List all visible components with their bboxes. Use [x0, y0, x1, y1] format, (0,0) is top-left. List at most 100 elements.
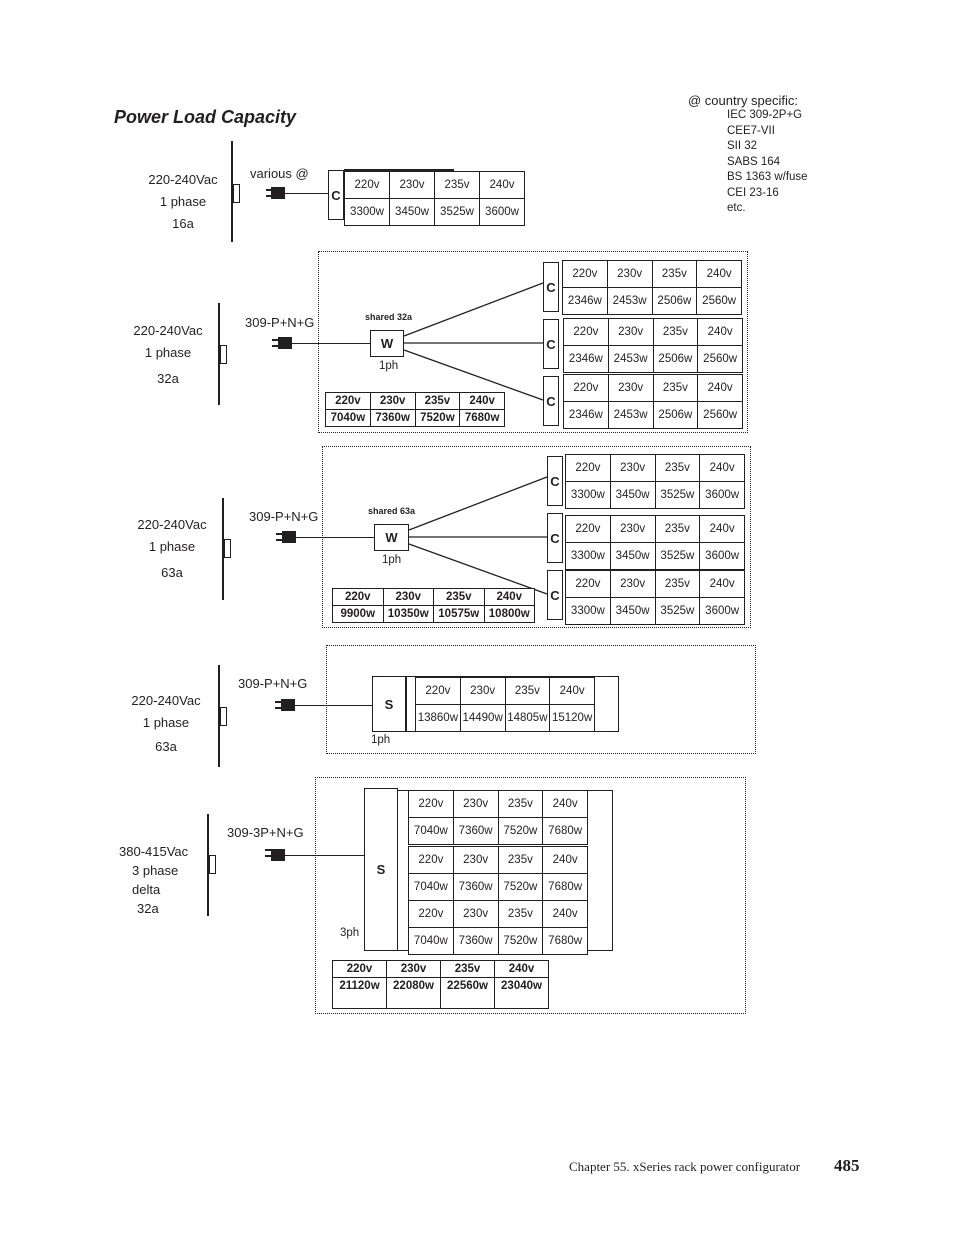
outlet-c: C: [543, 262, 559, 312]
table-cell: 230v: [452, 846, 499, 874]
power-plug-icon: [271, 187, 285, 199]
plug-prong: [266, 189, 272, 191]
table-cell: 230v: [607, 374, 654, 402]
phase-label: 1ph: [379, 360, 399, 372]
source-amperage: 32a: [137, 901, 159, 916]
source-amperage: 63a: [161, 565, 183, 580]
table-cell: 230v: [606, 260, 653, 288]
source-spec: 220-240Vac 1 phase 63a: [129, 514, 215, 584]
table-cell: 10575w: [433, 605, 485, 623]
table-cell: 14805w: [504, 704, 551, 732]
plug-prong: [276, 533, 282, 535]
shared-label: shared 63a: [368, 506, 416, 516]
table-cell: 23040w: [494, 977, 549, 1009]
country-item: IEC 309-2P+G: [727, 109, 803, 121]
feed-line: [222, 498, 224, 600]
source-phase: 1 phase: [148, 539, 196, 554]
country-item: CEI 23-16: [727, 186, 779, 199]
source-voltage: 220-240Vac: [137, 517, 207, 532]
table-cell: 3600w: [479, 198, 525, 226]
strip-box: S: [372, 676, 406, 732]
table-cell: 7520w: [497, 927, 544, 955]
table-cell: 240v: [699, 570, 745, 598]
table-cell: 10800w: [483, 605, 535, 623]
table-cell: 220v: [332, 588, 384, 606]
table-cell: 235v: [652, 374, 699, 402]
plug-type-label: 309-P+N+G: [245, 315, 315, 330]
plug-prong: [272, 345, 278, 347]
outlet-c: C: [547, 456, 563, 506]
chapter-footer: Chapter 55. xSeries rack power configura…: [569, 1159, 801, 1174]
table-cell: 230v: [369, 392, 416, 410]
plug-prong: [266, 195, 272, 197]
table-cell: 7520w: [497, 873, 544, 901]
source-phase: 1 phase: [144, 345, 192, 360]
table-cell: 235v: [497, 846, 544, 874]
source-spec: 220-240Vac 1 phase 16a: [140, 169, 226, 235]
feed-line: [231, 141, 233, 242]
source-spec: 220-240Vac 1 phase 63a: [123, 690, 209, 758]
table-cell: 230v: [609, 515, 656, 543]
table-cell: 2560w: [696, 287, 742, 315]
table-cell: 7680w: [542, 817, 588, 845]
table-cell: 3300w: [565, 597, 611, 625]
table-cell: 7040w: [325, 409, 371, 427]
table-cell: 240v: [699, 454, 745, 482]
source-phase: 1 phase: [159, 194, 207, 209]
table-cell: 220v: [563, 374, 609, 402]
feed-line: [218, 303, 220, 405]
plug-bar: [209, 855, 216, 874]
plug-bar: [220, 345, 227, 364]
table-cell: 2506w: [651, 287, 698, 315]
table-cell: 220v: [332, 960, 387, 978]
source-amperage: 63a: [155, 739, 177, 754]
table-cell: 235v: [414, 392, 461, 410]
country-item: BS 1363 w/fuse: [727, 171, 808, 183]
power-plug-icon: [281, 699, 295, 711]
table-cell: 7040w: [408, 927, 454, 955]
table-cell: 220v: [562, 260, 608, 288]
table-cell: 3450w: [389, 198, 435, 226]
plug-type-label: 309-P+N+G: [249, 509, 319, 524]
table-cell: 7680w: [542, 927, 588, 955]
source-voltage: 220-240Vac: [133, 323, 203, 338]
table-cell: 230v: [386, 960, 441, 978]
table-cell: 22080w: [386, 977, 441, 1009]
table-cell: 220v: [565, 454, 611, 482]
source-voltage: 380-415Vac: [119, 844, 189, 859]
table-cell: 220v: [565, 570, 611, 598]
wye-splitter: W: [374, 524, 409, 551]
table-cell: 3300w: [565, 481, 611, 509]
cable-line: [296, 537, 374, 538]
source-phase: 3 phase: [132, 863, 179, 878]
table-cell: 7520w: [414, 409, 461, 427]
plug-type-label: various @: [250, 166, 309, 181]
table-cell: 240v: [697, 374, 743, 402]
table-cell: 3450w: [609, 481, 656, 509]
table-cell: 3600w: [699, 597, 745, 625]
source-phase: 1 phase: [142, 715, 190, 730]
plug-prong: [275, 701, 281, 703]
power-plug-icon: [278, 337, 292, 349]
table-cell: 2346w: [562, 287, 608, 315]
table-cell: 3450w: [609, 542, 656, 570]
table-cell: 2346w: [563, 345, 609, 373]
table-cell: 15120w: [549, 704, 595, 732]
plug-bar: [220, 707, 227, 726]
source-voltage: 220-240Vac: [131, 693, 201, 708]
country-list: IEC 309-2P+G CEE7-VII SII 32 SABS 164 BS…: [727, 108, 808, 217]
table-cell: 3525w: [654, 542, 701, 570]
table-cell: 2506w: [652, 345, 699, 373]
table-cell: 2346w: [563, 401, 609, 429]
pdu-top-edge: [344, 169, 454, 171]
table-cell: 220v: [408, 846, 454, 874]
page-title: Power Load Capacity: [114, 107, 297, 127]
table-cell: 240v: [483, 588, 535, 606]
country-specific-heading: @ country specific:: [688, 93, 799, 108]
table-cell: 235v: [654, 570, 701, 598]
